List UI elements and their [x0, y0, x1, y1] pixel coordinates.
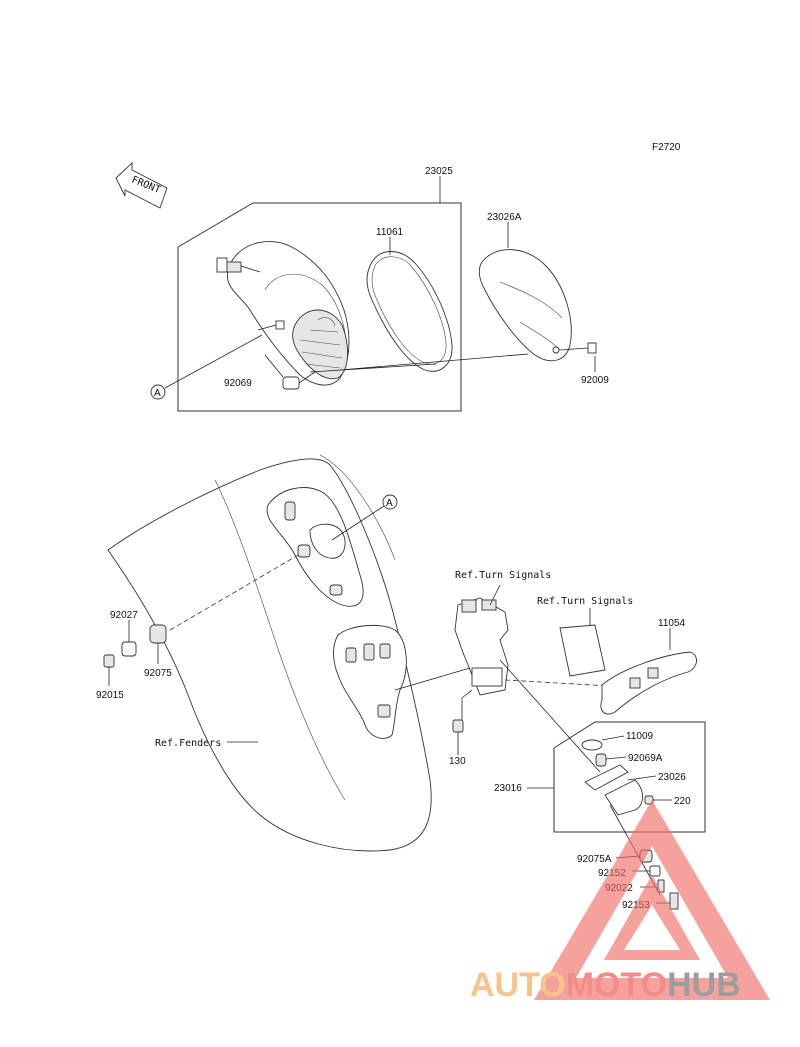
- label-11061: 11061: [376, 227, 404, 238]
- screw-92009: 92009: [559, 342, 609, 386]
- svg-text:A: A: [154, 388, 161, 399]
- license-light-box: 23016: [494, 721, 706, 833]
- ref-turn-signals-left: Ref.Turn Signals: [455, 570, 551, 581]
- dashed-mount-line: [169, 553, 301, 631]
- leader-housing-lens: [339, 353, 529, 371]
- label-92069: 92069: [224, 378, 252, 389]
- label-11009: 11009: [626, 731, 654, 742]
- label-92075A: 92075A: [577, 854, 612, 865]
- label-92027: 92027: [110, 610, 138, 621]
- callout-a-fender: A: [331, 494, 398, 541]
- bracket-plate-11054: Ref.Turn Signals 11054: [537, 596, 697, 715]
- watermark-moto: MOTO: [566, 966, 667, 1004]
- label-23026: 23026: [658, 772, 686, 783]
- lens-cover: 23026A: [478, 212, 572, 362]
- bulb-92069: 92069: [224, 354, 316, 390]
- leader-housing-gasket: [309, 363, 437, 373]
- ref-turn-signals-right: Ref.Turn Signals: [537, 596, 633, 607]
- leader-fender-bracket: [394, 667, 471, 691]
- mount-hardware-left: 92027 92075 92015: [96, 610, 172, 701]
- label-92069A: 92069A: [628, 753, 663, 764]
- gasket-ring: 11061: [366, 227, 453, 372]
- svg-text:Ref.Fenders: Ref.Fenders: [155, 738, 221, 749]
- leader-bracket-license: [499, 659, 601, 773]
- label-130: 130: [449, 756, 466, 767]
- label-23016: 23016: [494, 783, 522, 794]
- watermark-auto: AUTO: [470, 966, 566, 1004]
- label-11054: 11054: [658, 618, 686, 629]
- watermark-hub: HUB: [667, 966, 741, 1004]
- tail-light-housing: [216, 241, 350, 386]
- dashed-bracket-plate: [504, 679, 611, 687]
- turn-signal-bracket: Ref.Turn Signals: [454, 570, 551, 720]
- tail-light-assembly-box: 23025: [177, 166, 462, 412]
- watermark-logo: AUTOMOTOHUB: [470, 800, 770, 1004]
- label-92075: 92075: [144, 668, 172, 679]
- rear-fender: [107, 454, 432, 852]
- svg-text:AUTOMOTOHUB: AUTOMOTOHUB: [470, 966, 741, 1004]
- label-23026A: 23026A: [487, 212, 522, 223]
- bolt-130: 130: [449, 719, 466, 767]
- front-arrow-icon: FRONT: [115, 161, 168, 209]
- label-92009: 92009: [581, 375, 609, 386]
- ref-fenders: Ref.Fenders: [155, 738, 258, 749]
- figure-code: F2720: [652, 142, 681, 153]
- label-92015: 92015: [96, 690, 124, 701]
- svg-text:A: A: [386, 498, 393, 509]
- label-23025: 23025: [425, 166, 453, 177]
- label-220: 220: [674, 796, 691, 807]
- license-light-parts: 11009 92069A 23026 220: [581, 731, 691, 816]
- callout-a-top: A: [150, 334, 263, 400]
